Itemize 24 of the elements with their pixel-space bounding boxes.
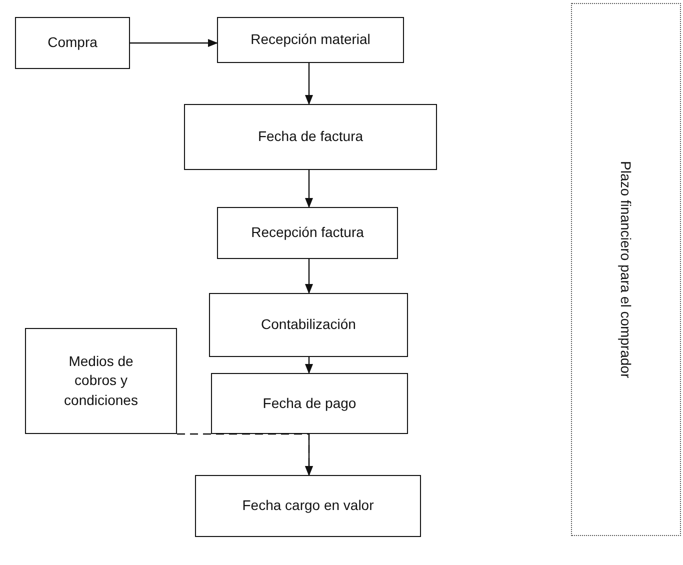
process-box xyxy=(217,17,404,63)
process-box xyxy=(184,104,437,170)
box-label: Recepción factura xyxy=(250,223,365,242)
process-box xyxy=(195,475,421,537)
box-label: Fecha cargo en valor xyxy=(241,496,375,516)
box-label: Fecha de factura xyxy=(256,127,364,146)
period-band xyxy=(571,3,681,536)
box-label: Recepción material xyxy=(250,30,372,50)
arrow xyxy=(305,63,313,105)
arrow xyxy=(177,433,313,476)
box-label: Medios de cobros y condiciones xyxy=(63,352,139,410)
box-label: Contabilización xyxy=(260,315,357,334)
arrow xyxy=(305,357,313,374)
box-label: Compra xyxy=(46,33,98,52)
process-box xyxy=(15,17,130,69)
process-box xyxy=(209,293,408,357)
band-label: Plazo financiero para el comprador xyxy=(618,160,634,378)
process-box xyxy=(217,207,398,259)
process-box xyxy=(211,373,408,434)
arrow xyxy=(305,170,313,208)
arrow xyxy=(130,39,218,47)
process-box xyxy=(25,328,177,434)
arrow xyxy=(305,259,313,294)
box-label: Fecha de pago xyxy=(262,394,358,413)
